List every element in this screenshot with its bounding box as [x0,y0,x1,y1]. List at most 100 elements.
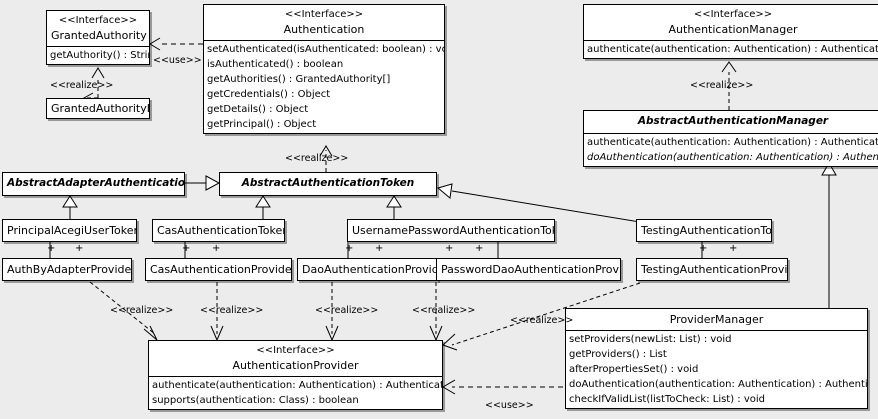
class-name-label: CasAuthenticationToken [157,224,285,237]
class-abstract-authentication-manager[interactable]: AbstractAuthenticationManager authentica… [583,110,878,167]
class-name-label: GrantedAuthorityImpl [51,102,150,115]
class-testing-authentication-token[interactable]: TestingAuthenticationToken [636,219,772,242]
class-abstract-authentication-token[interactable]: AbstractAuthenticationToken [219,172,437,196]
operation-item: authenticate(authentication: Authenticat… [587,137,878,148]
class-abstract-adapter-authentication-token[interactable]: AbstractAdapterAuthenticationToken [2,172,185,196]
class-header: TestingAuthenticationToken [637,220,771,241]
class-granted-authority-impl[interactable]: GrantedAuthorityImpl [46,98,150,119]
edge-label-realize-dao: <<realize>> [315,305,379,316]
edge-label-use-providermanager: <<use>> [485,400,534,411]
class-name-label: ProviderManager [669,313,764,326]
class-header: UsernamePasswordAuthenticationToken [348,220,554,241]
class-name-label: PrincipalAcegiUserToken [7,224,137,237]
class-header: <<Interface>> Authentication [204,5,444,40]
class-header: AbstractAdapterAuthenticationToken [3,173,184,195]
operation-item: supports(authentication: Class) : boolea… [152,395,359,406]
edge-label-realize-authbyadapter: <<realize>> [110,305,174,316]
operation-item: setProviders(newList: List) : void [569,334,732,345]
class-authentication[interactable]: <<Interface>> Authentication setAuthenti… [203,4,445,134]
association-marker-plus: + [699,243,708,254]
class-cas-authentication-token[interactable]: CasAuthenticationToken [152,219,285,242]
class-header: PasswordDaoAuthenticationProvider [437,259,620,280]
operation-item: authenticate(authentication: Authenticat… [152,380,443,391]
class-name-label: AuthenticationProvider [232,359,359,372]
association-marker-plus: + [212,243,221,254]
stereotype-label: <<Interface>> [284,9,364,20]
class-auth-by-adapter-provider[interactable]: AuthByAdapterProvider [2,258,132,281]
class-password-dao-authentication-provider[interactable]: PasswordDaoAuthenticationProvider [436,258,621,281]
operation-item: setAuthenticated(isAuthenticated: boolea… [207,44,445,55]
operations-compartment: setAuthenticated(isAuthenticated: boolea… [204,40,444,133]
class-header: CasAuthenticationProvider [146,259,291,280]
operation-item: authenticate(authentication: Authenticat… [587,44,878,55]
association-marker-plus: + [182,243,191,254]
operation-item: getProviders() : List [569,349,667,360]
class-header: TestingAuthenticationProvider [637,259,787,280]
class-dao-authentication-provider[interactable]: DaoAuthenticationProvider [297,258,438,281]
operation-item: afterPropertiesSet() : void [569,364,699,375]
class-provider-manager[interactable]: ProviderManager setProviders(newList: Li… [565,308,868,409]
class-name-label: AbstractAuthenticationToken [241,177,415,189]
class-cas-authentication-provider[interactable]: CasAuthenticationProvider [145,258,292,281]
operation-item: getPrincipal() : Object [207,119,317,130]
class-header: CasAuthenticationToken [153,220,284,241]
stereotype-label: <<Interface>> [256,345,335,356]
edge-label-realize-testing: <<realize>> [510,315,574,326]
class-principal-acegi-user-token[interactable]: PrincipalAcegiUserToken [2,219,137,242]
operations-compartment: authenticate(authentication: Authenticat… [149,376,442,409]
operations-compartment: getAuthority() : String [47,46,149,64]
class-header: AuthByAdapterProvider [3,259,131,280]
class-name-label: DaoAuthenticationProvider [302,263,438,276]
edge-label-realize-abstractauthenticationmanager: <<realize>> [690,80,754,91]
class-header: GrantedAuthorityImpl [47,99,149,118]
class-testing-authentication-provider[interactable]: TestingAuthenticationProvider [636,258,788,281]
stereotype-label: <<Interface>> [58,15,138,26]
class-authentication-manager[interactable]: <<Interface>> AuthenticationManager auth… [583,4,878,59]
operation-item: doAuthentication(authentication: Authent… [569,379,868,390]
class-header: <<Interface>> AuthenticationProvider [149,341,442,376]
class-name-label: UsernamePasswordAuthenticationToken [352,224,555,237]
class-name-label: TestingAuthenticationProvider [641,263,788,276]
class-name-label: AuthByAdapterProvider [7,263,132,276]
association-marker-plus: + [729,243,738,254]
operations-compartment: authenticate(authentication: Authenticat… [584,133,878,166]
association-marker-plus: + [47,243,56,254]
association-marker-plus: + [345,243,354,254]
operation-item: isAuthenticated() : boolean [207,59,344,70]
class-header: DaoAuthenticationProvider [298,259,437,280]
class-name-label: AbstractAdapterAuthenticationToken [7,177,185,189]
class-name-label: AbstractAuthenticationManager [637,115,829,127]
association-marker-plus: + [445,243,454,254]
stereotype-label: <<Interface>> [693,9,773,20]
class-name-label: Authentication [283,23,365,36]
edge-label-realize-grantedauthorityimpl: <<realize>> [50,80,114,91]
class-authentication-provider[interactable]: <<Interface>> AuthenticationProvider aut… [148,340,443,410]
class-name-label: AuthenticationManager [668,23,798,36]
edge-label-realize-cas: <<realize>> [200,305,264,316]
association-marker-plus: + [475,243,484,254]
operation-item: doAuthentication(authentication: Authent… [587,152,878,163]
edge-label-realize-abstractauthenticationtoken: <<realize>> [285,153,349,164]
class-username-password-authentication-token[interactable]: UsernamePasswordAuthenticationToken [347,219,555,242]
class-name-label: GrantedAuthority [51,29,147,42]
class-header: <<Interface>> GrantedAuthority [47,11,149,46]
class-header: ProviderManager [566,309,867,330]
edge-label-realize-passworddao: <<realize>> [412,305,476,316]
operation-item: getCredentials() : Object [207,89,331,100]
edge-label-use-authentication-grantedauthority: <<use>> [153,55,202,66]
operation-item: getAuthorities() : GrantedAuthority[] [207,74,391,85]
class-header: <<Interface>> AuthenticationManager [584,5,878,40]
operation-item: getDetails() : Object [207,104,309,115]
class-header: AbstractAuthenticationToken [220,173,436,195]
class-granted-authority[interactable]: <<Interface>> GrantedAuthority getAuthor… [46,10,150,65]
class-header: AbstractAuthenticationManager [584,111,878,133]
operations-compartment: authenticate(authentication: Authenticat… [584,40,878,58]
association-marker-plus: + [375,243,384,254]
operation-item: getAuthority() : String [50,50,150,61]
class-header: PrincipalAcegiUserToken [3,220,136,241]
class-name-label: TestingAuthenticationToken [641,224,772,237]
operations-compartment: setProviders(newList: List) : void getPr… [566,330,867,408]
class-name-label: PasswordDaoAuthenticationProvider [441,263,621,276]
operation-item: checkIfValidList(listToCheck: List) : vo… [569,394,766,405]
